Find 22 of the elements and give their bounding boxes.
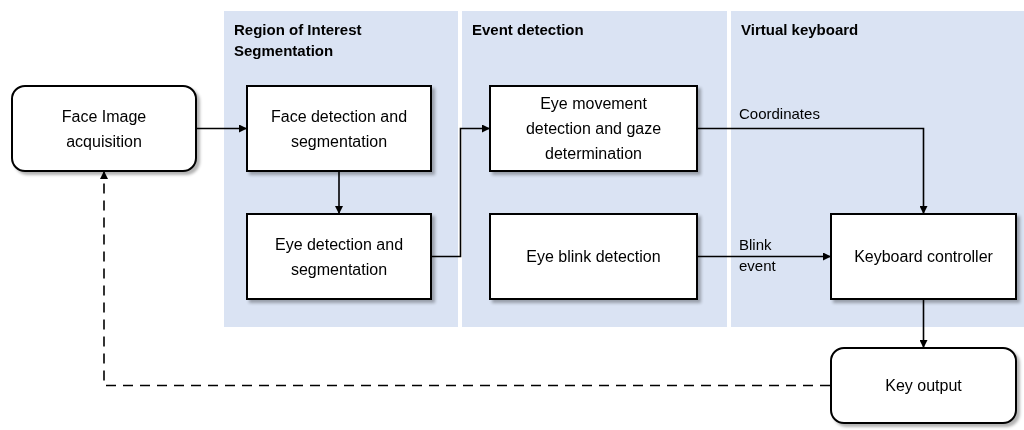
panel-heading: Region of Interest Segmentation xyxy=(234,20,363,61)
arrow xyxy=(335,171,343,214)
process-box: Face detection and segmentation xyxy=(246,85,432,172)
process-box: Eye blink detection xyxy=(489,213,698,300)
arrow xyxy=(697,127,928,214)
group-panel xyxy=(462,11,727,327)
dashed-arrow xyxy=(100,171,831,387)
panel-heading: Event detection xyxy=(472,20,585,40)
arrow xyxy=(431,124,490,258)
edge-label: Coordinates xyxy=(739,104,821,124)
rounded-process-box: Key output xyxy=(830,347,1017,424)
arrow xyxy=(196,124,247,133)
panel-heading: Virtual keyboard xyxy=(741,20,860,40)
group-panel xyxy=(731,11,1024,327)
process-box: Eye movement detection and gaze determination xyxy=(489,85,698,172)
arrow xyxy=(697,252,831,261)
arrow xyxy=(919,299,928,348)
group-panel xyxy=(224,11,458,327)
rounded-process-box: Face Image acquisition xyxy=(11,85,197,172)
edge-label: Blink event xyxy=(739,235,777,276)
process-box: Keyboard controller xyxy=(830,213,1017,300)
process-box: Eye detection and segmentation xyxy=(246,213,432,300)
